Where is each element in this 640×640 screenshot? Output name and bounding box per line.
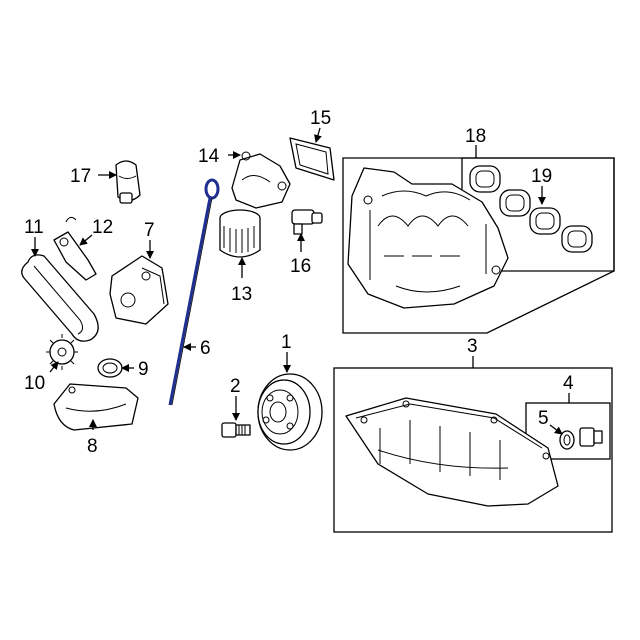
part-13-oil-filter[interactable]: [219, 209, 261, 258]
part-3-oil-pan[interactable]: [345, 397, 559, 507]
callout-3: 3: [467, 336, 478, 357]
part-6-dipstick[interactable]: [168, 178, 220, 406]
callout-8: 8: [87, 436, 98, 457]
part-18-intake-manifold[interactable]: [347, 167, 509, 309]
callout-6: 6: [200, 338, 211, 359]
callout-10: 10: [24, 373, 45, 394]
callout-5: 5: [538, 408, 549, 429]
callout-1: 1: [281, 332, 292, 353]
callout-11: 11: [24, 217, 44, 238]
callout-13: 13: [231, 284, 252, 305]
callout-15: 15: [310, 108, 331, 129]
part-2-bolt[interactable]: [221, 422, 251, 438]
callout-9: 9: [138, 359, 149, 380]
callout-2: 2: [230, 376, 241, 397]
callout-12: 12: [92, 217, 113, 238]
part-8-cover[interactable]: [53, 383, 139, 431]
part-5-washer[interactable]: [559, 430, 575, 450]
part-16-sensor[interactable]: [291, 209, 323, 235]
part-17-solenoid[interactable]: [115, 160, 141, 204]
callout-4: 4: [563, 373, 574, 394]
box-drain-plug-group: [525, 402, 611, 460]
callout-17: 17: [70, 166, 91, 187]
callout-7: 7: [144, 220, 155, 241]
part-19-gaskets[interactable]: [469, 165, 593, 253]
part-4-drain-plug[interactable]: [579, 427, 603, 447]
callout-16: 16: [290, 256, 311, 277]
callout-19: 19: [531, 166, 552, 187]
part-1-pulley[interactable]: [257, 373, 323, 451]
callout-18: 18: [465, 126, 486, 147]
part-15-gasket[interactable]: [289, 137, 335, 181]
part-14-housing[interactable]: [231, 151, 291, 209]
part-7-oil-pump[interactable]: [109, 255, 169, 325]
callout-14: 14: [198, 146, 220, 167]
part-12-tensioner[interactable]: [53, 216, 97, 281]
part-9-seal[interactable]: [97, 358, 123, 378]
part-10-sprocket[interactable]: [46, 334, 78, 370]
